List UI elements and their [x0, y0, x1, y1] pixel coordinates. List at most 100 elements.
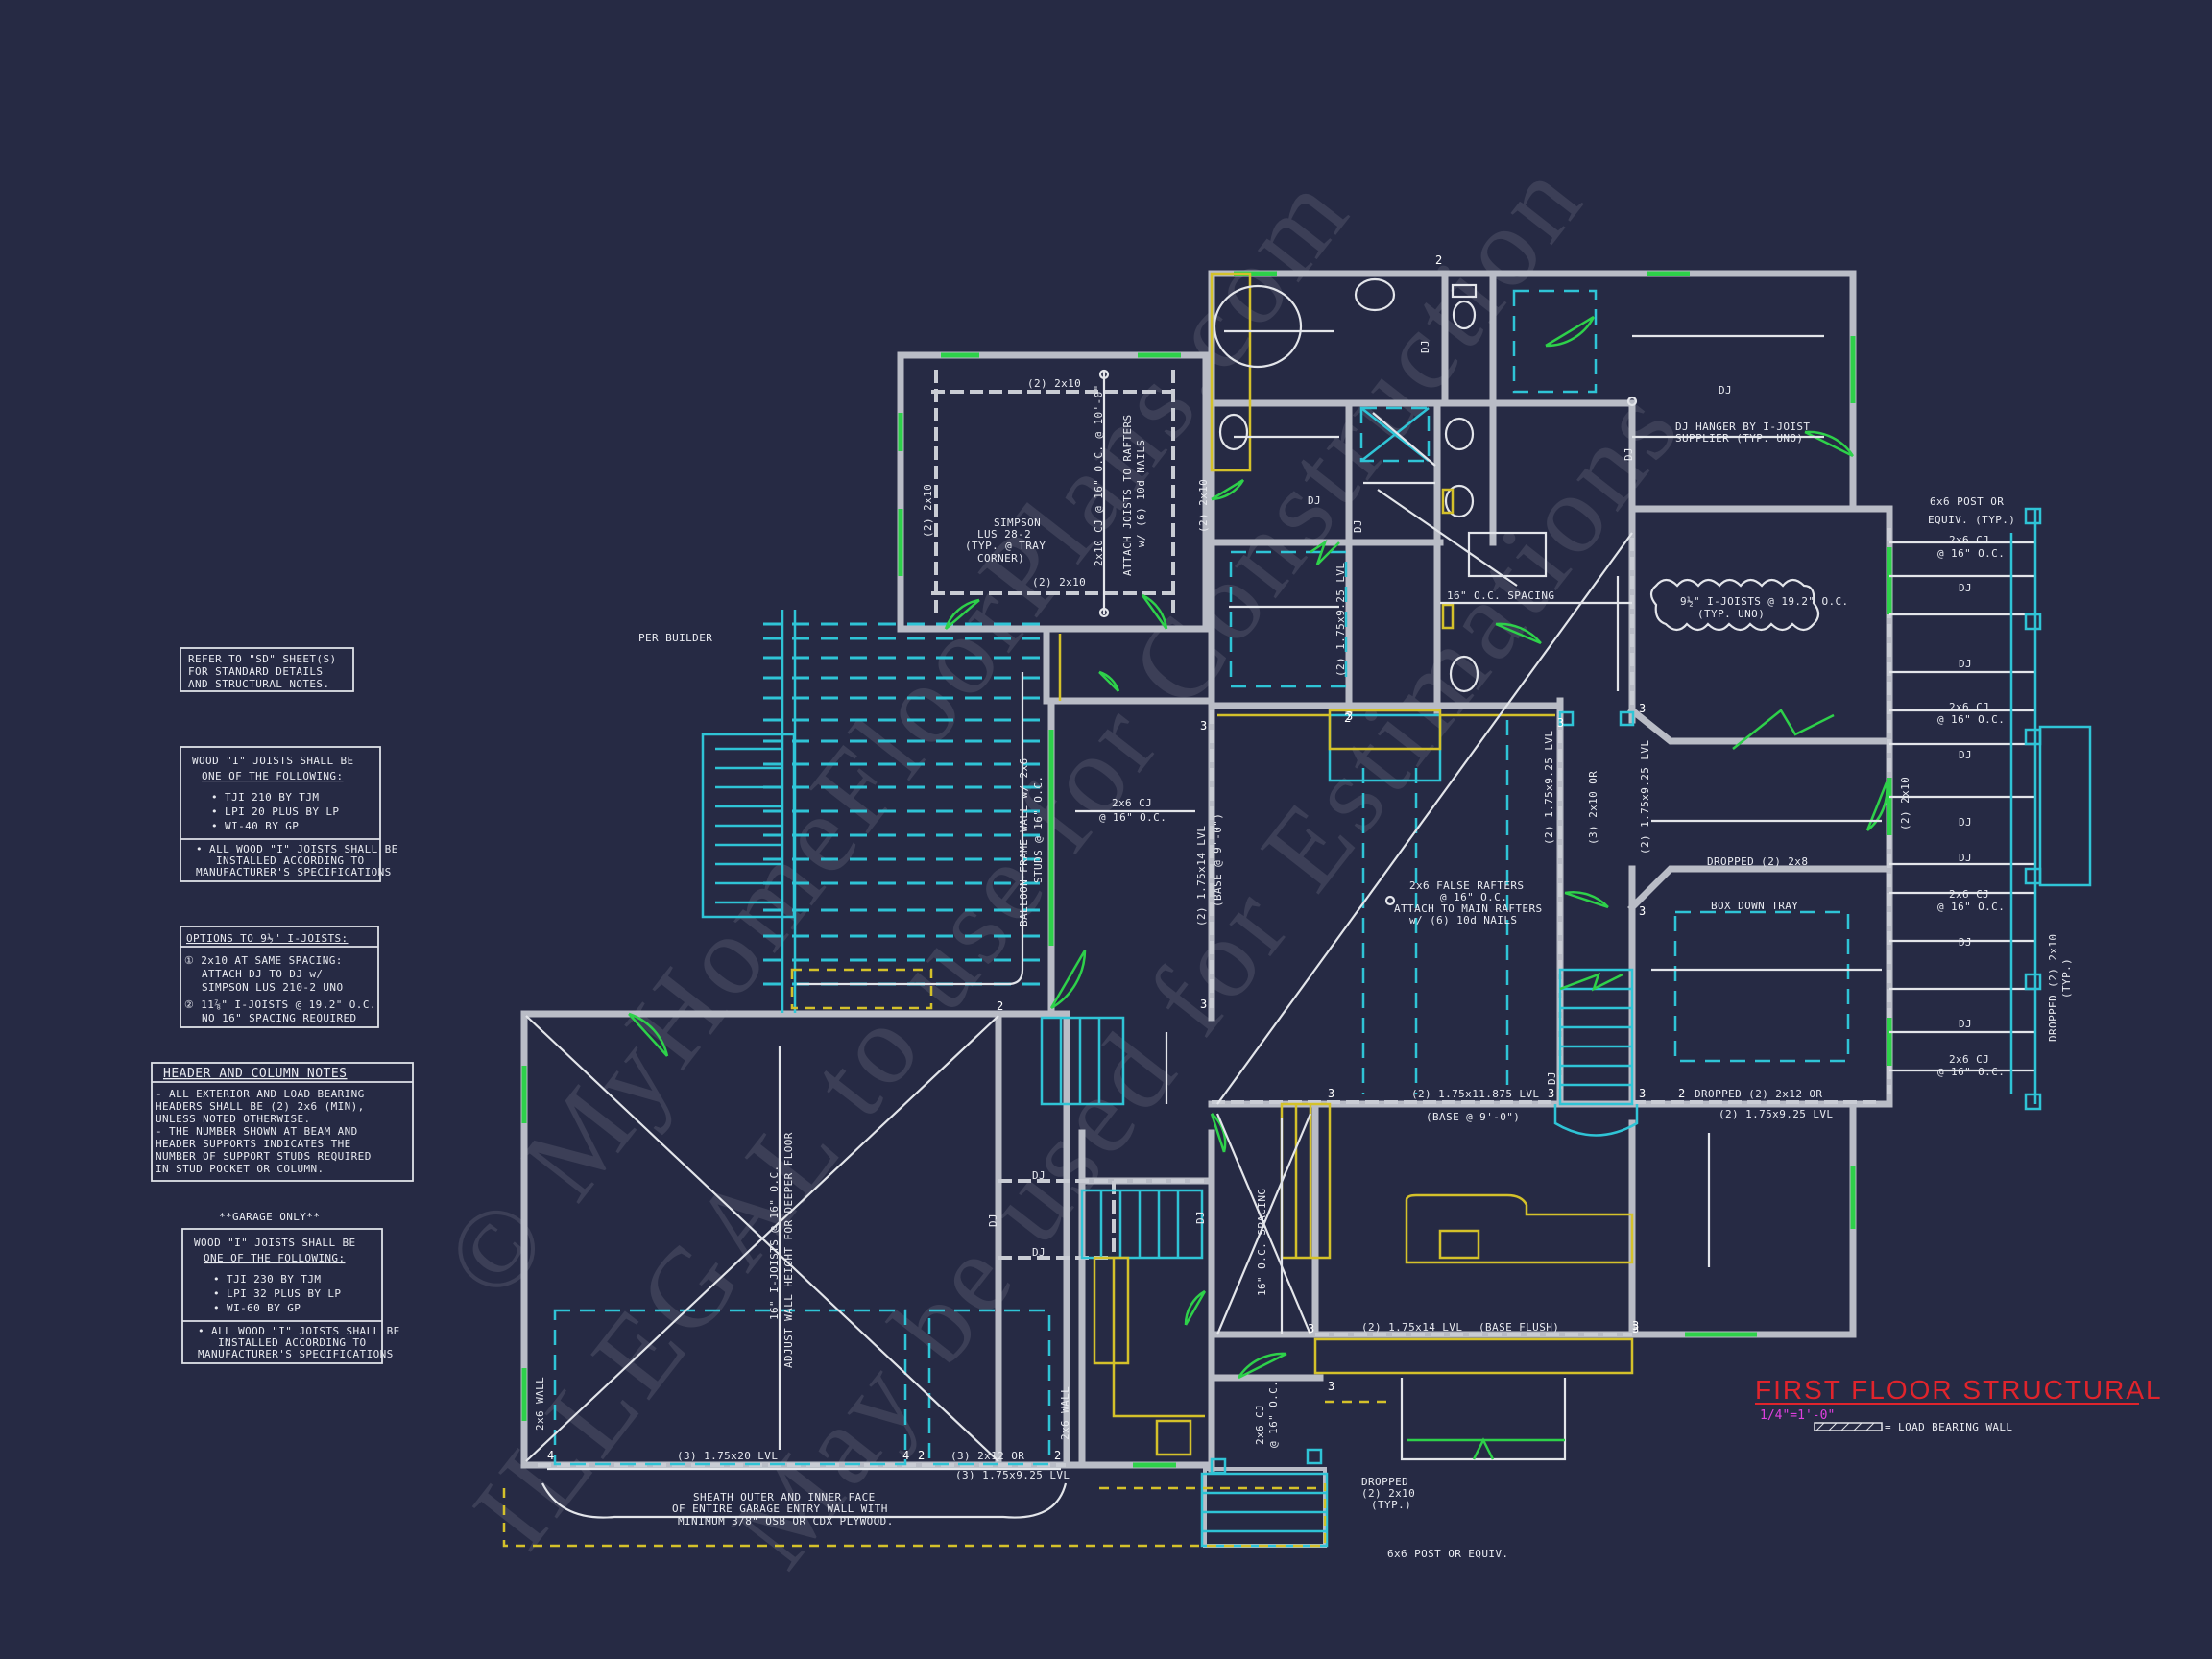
svg-text:ONE OF THE FOLLOWING:: ONE OF THE FOLLOWING: — [204, 1252, 345, 1264]
svg-text:NUMBER OF SUPPORT STUDS REQUIR: NUMBER OF SUPPORT STUDS REQUIRED — [156, 1150, 372, 1163]
svg-text:DJ: DJ — [1959, 582, 1972, 594]
svg-text:IN STUD POCKET OR COLUMN.: IN STUD POCKET OR COLUMN. — [156, 1163, 325, 1175]
svg-text:INSTALLED ACCORDING TO: INSTALLED ACCORDING TO — [216, 854, 365, 867]
svg-text:ATTACH DJ TO DJ w/: ATTACH DJ TO DJ w/ — [202, 968, 323, 980]
svg-text:(3) 1.75x20 LVL: (3) 1.75x20 LVL — [677, 1450, 778, 1462]
svg-text:ONE OF THE FOLLOWING:: ONE OF THE FOLLOWING: — [202, 770, 343, 782]
svg-text:EQUIV. (TYP.): EQUIV. (TYP.) — [1928, 514, 2015, 526]
support-number: 3 — [1346, 709, 1353, 723]
note-wood-joists: WOOD "I" JOISTS SHALL BE ONE OF THE FOLL… — [180, 746, 398, 882]
support-number: 3 — [1328, 1087, 1334, 1100]
fixtures — [502, 272, 1634, 1548]
svg-text:DJ: DJ — [1959, 1018, 1972, 1030]
svg-text:(BASE @ 9'-0"): (BASE @ 9'-0") — [1426, 1111, 1520, 1123]
note-header-column: HEADER AND COLUMN NOTES - ALL EXTERIOR A… — [151, 1062, 414, 1182]
support-number: 2 — [997, 999, 1003, 1013]
support-number: 4 — [547, 1449, 554, 1462]
svg-text:INSTALLED ACCORDING TO: INSTALLED ACCORDING TO — [218, 1336, 367, 1349]
note-garage-only: **GARAGE ONLY** — [219, 1211, 320, 1223]
svg-text:- THE NUMBER SHOWN AT BEAM AND: - THE NUMBER SHOWN AT BEAM AND — [156, 1125, 358, 1138]
doors — [628, 315, 1888, 1460]
joist-layout — [553, 289, 2092, 1548]
beam-label: (2) 2x10 — [1027, 377, 1081, 390]
svg-text:OPTIONS TO 9½" I-JOISTS:: OPTIONS TO 9½" I-JOISTS: — [186, 932, 349, 945]
svg-text:ADJUST WALL HEIGHT FOR DEEPER: ADJUST WALL HEIGHT FOR DEEPER FLOOR — [782, 1132, 795, 1368]
svg-text:• TJI 210 BY TJM: • TJI 210 BY TJM — [211, 791, 319, 804]
svg-text:@ 16" O.C.: @ 16" O.C. — [1440, 891, 1507, 903]
svg-text:2x6 CJ: 2x6 CJ — [1949, 534, 1989, 546]
svg-text:WOOD "I" JOISTS SHALL BE: WOOD "I" JOISTS SHALL BE — [194, 1237, 356, 1249]
svg-text:(3) 1.75x9.25 LVL: (3) 1.75x9.25 LVL — [955, 1469, 1070, 1481]
svg-text:(TYP. UNO): (TYP. UNO) — [1697, 608, 1765, 620]
svg-text:DROPPED (2) 2x12 OR: DROPPED (2) 2x12 OR — [1695, 1088, 1822, 1100]
svg-text:2x6 CJ: 2x6 CJ — [1949, 1053, 1989, 1066]
svg-text:(2) 2x10: (2) 2x10 — [1899, 777, 1911, 830]
drawing-title-block: FIRST FLOOR STRUCTURAL 1/4"=1'-0" = LOAD… — [1755, 1375, 2161, 1433]
svg-text:DJ: DJ — [1308, 494, 1321, 507]
svg-text:DJ: DJ — [1032, 1169, 1046, 1182]
svg-text:LUS 28-2: LUS 28-2 — [977, 528, 1031, 541]
svg-text:2x6 FALSE RAFTERS: 2x6 FALSE RAFTERS — [1409, 879, 1524, 892]
svg-text:@ 16" O.C.: @ 16" O.C. — [1937, 713, 2005, 726]
svg-text:HEADER AND COLUMN NOTES: HEADER AND COLUMN NOTES — [163, 1067, 348, 1081]
svg-text:MANUFACTURER'S SPECIFICATIONS: MANUFACTURER'S SPECIFICATIONS — [196, 866, 392, 878]
svg-text:2x6 WALL: 2x6 WALL — [534, 1377, 546, 1431]
simpson-label: SIMPSON — [994, 517, 1041, 529]
svg-text:DJ: DJ — [1959, 658, 1972, 670]
support-number: 4 — [902, 1449, 909, 1462]
svg-text:• ALL WOOD "I" JOISTS SHALL BE: • ALL WOOD "I" JOISTS SHALL BE — [196, 843, 398, 855]
svg-text:DROPPED: DROPPED — [1361, 1476, 1408, 1488]
svg-text:16" O.C. SPACING: 16" O.C. SPACING — [1256, 1189, 1268, 1296]
svg-text:16" I-JOISTS @ 16" O.C.: 16" I-JOISTS @ 16" O.C. — [768, 1165, 781, 1320]
support-number: 3 — [1200, 719, 1207, 733]
span-arrows — [525, 329, 1882, 1519]
svg-text:DROPPED (2) 2x10: DROPPED (2) 2x10 — [2047, 934, 2059, 1042]
svg-text:DJ: DJ — [987, 1214, 999, 1227]
svg-text:FOR STANDARD DETAILS: FOR STANDARD DETAILS — [188, 665, 323, 678]
svg-text:@ 16" O.C.: @ 16" O.C. — [1099, 811, 1166, 824]
svg-text:6x6 POST OR EQUIV.: 6x6 POST OR EQUIV. — [1387, 1548, 1508, 1560]
svg-text:(BASE @ 9'-0"): (BASE @ 9'-0") — [1212, 813, 1224, 907]
svg-text:DJ: DJ — [1959, 852, 1972, 864]
svg-text:SUPPLIER (TYP. UNO): SUPPLIER (TYP. UNO) — [1675, 432, 1803, 445]
svg-text:(2) 1.75x9.25 LVL: (2) 1.75x9.25 LVL — [1719, 1108, 1833, 1120]
svg-text:SHEATH OUTER AND INNER FACE: SHEATH OUTER AND INNER FACE — [693, 1491, 876, 1503]
svg-text:w/ (6) 10d NAILS: w/ (6) 10d NAILS — [1135, 440, 1147, 547]
support-number: 3 — [1308, 1322, 1314, 1335]
svg-text:REFER TO "SD" SHEET(S): REFER TO "SD" SHEET(S) — [188, 653, 337, 665]
svg-text:CORNER): CORNER) — [977, 552, 1024, 565]
support-studs: 2 3 3 3 3 3 3 3 3 2 2 3 3 3 4 4 2 3 3 2 … — [547, 253, 1685, 1462]
svg-text:2x6 CJ: 2x6 CJ — [1112, 797, 1152, 809]
per-builder-label: PER BUILDER — [638, 632, 712, 644]
support-number: 3 — [1639, 702, 1646, 715]
svg-text:• ALL WOOD "I" JOISTS SHALL BE: • ALL WOOD "I" JOISTS SHALL BE — [198, 1325, 400, 1337]
support-number: 2 — [918, 1449, 925, 1462]
svg-text:2x6 CJ: 2x6 CJ — [1949, 701, 1989, 713]
svg-text:DJ: DJ — [1959, 749, 1972, 761]
drawing-scale: 1/4"=1'-0" — [1760, 1408, 1835, 1423]
support-number: 3 — [1557, 716, 1564, 730]
svg-text:MANUFACTURER'S SPECIFICATIONS: MANUFACTURER'S SPECIFICATIONS — [198, 1348, 394, 1360]
svg-text:WOOD "I" JOISTS SHALL BE: WOOD "I" JOISTS SHALL BE — [192, 755, 354, 767]
svg-text:• WI-60 BY GP: • WI-60 BY GP — [213, 1302, 301, 1314]
support-number: 3 — [1548, 1087, 1554, 1100]
svg-text:DJ: DJ — [1959, 936, 1972, 949]
svg-text:2x6 CJ: 2x6 CJ — [1949, 888, 1989, 901]
note-refer: REFER TO "SD" SHEET(S) FOR STANDARD DETA… — [180, 647, 354, 692]
svg-text:DJ: DJ — [1546, 1071, 1558, 1085]
svg-text:@ 16" O.C.: @ 16" O.C. — [1267, 1381, 1280, 1448]
svg-text:HEADER SUPPORTS INDICATES THE: HEADER SUPPORTS INDICATES THE — [156, 1138, 351, 1150]
svg-text:NO 16" SPACING REQUIRED: NO 16" SPACING REQUIRED — [202, 1012, 357, 1024]
note-options: OPTIONS TO 9½" I-JOISTS: ① 2x10 AT SAME … — [180, 926, 379, 1028]
svg-text:DJ HANGER BY I-JOIST: DJ HANGER BY I-JOIST — [1675, 421, 1810, 433]
svg-text:(2) 1.75x11.875 LVL: (2) 1.75x11.875 LVL — [1411, 1088, 1539, 1100]
svg-text:DROPPED (2) 2x8: DROPPED (2) 2x8 — [1707, 855, 1808, 868]
svg-text:② 11⅞" I-JOISTS @ 19.2" O.C.: ② 11⅞" I-JOISTS @ 19.2" O.C. — [184, 998, 376, 1011]
svg-text:ATTACH TO MAIN RAFTERS: ATTACH TO MAIN RAFTERS — [1394, 902, 1543, 915]
support-number: 3 — [1200, 998, 1207, 1011]
svg-text:(TYP. @ TRAY: (TYP. @ TRAY — [965, 540, 1046, 552]
legend-label: = LOAD BEARING WALL — [1885, 1421, 2012, 1433]
balloon-label: BALLOON FRAME WALL w/ 2x6 — [1018, 757, 1030, 926]
svg-text:(TYP.): (TYP.) — [2060, 958, 2073, 998]
